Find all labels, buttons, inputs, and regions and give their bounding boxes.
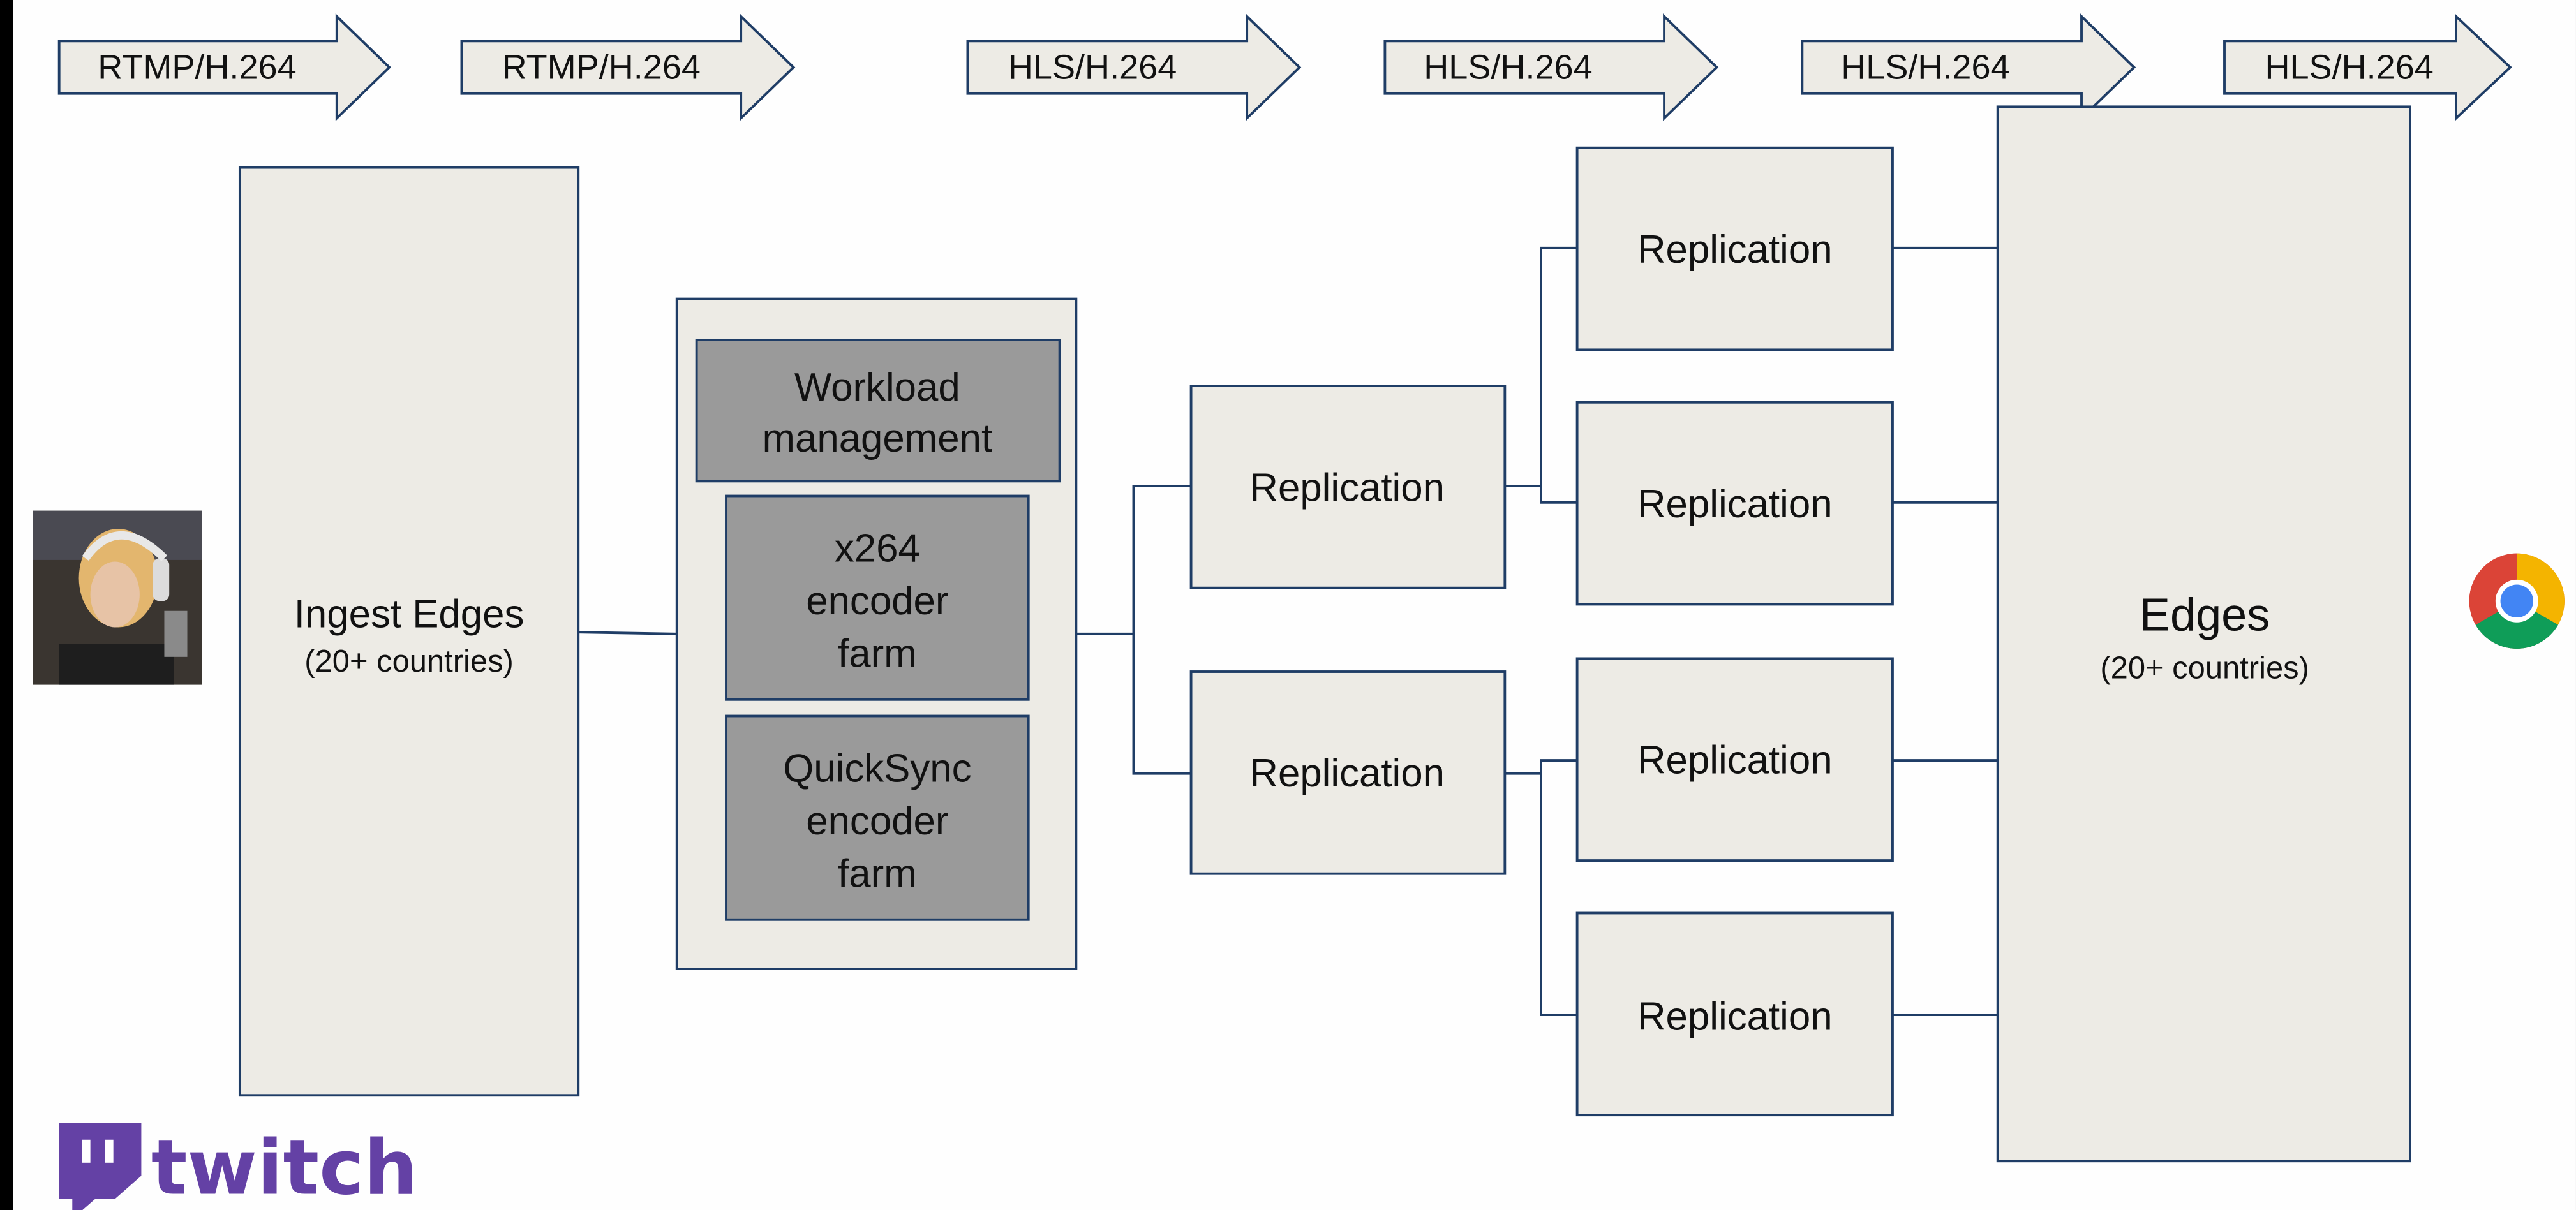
- transcode-container: Workload management x264 encoder farm Qu…: [675, 297, 1078, 970]
- replication-box-tier2-4: Replication: [1575, 911, 1894, 1117]
- x264-encoder-farm-box: x264 encoder farm: [725, 494, 1030, 701]
- protocol-label: RTMP/H.264: [502, 48, 701, 87]
- quicksync-line-3: farm: [838, 852, 917, 896]
- replication-label: Replication: [1637, 994, 1833, 1038]
- x264-line-2: encoder: [806, 579, 948, 623]
- connectors: [578, 246, 1998, 1017]
- replication-box-tier2-1: Replication: [1575, 146, 1894, 351]
- replication-label: Replication: [1249, 751, 1445, 795]
- protocol-arrow-1: RTMP/H.264: [57, 13, 391, 121]
- twitch-logo: twitch: [59, 1123, 418, 1210]
- replication-box-tier1-bottom: Replication: [1189, 670, 1507, 875]
- quicksync-line-2: encoder: [806, 799, 948, 843]
- workload-line-2: management: [763, 417, 993, 461]
- replication-box-tier2-3: Replication: [1575, 657, 1894, 862]
- protocol-label: HLS/H.264: [1424, 48, 1592, 87]
- streamer-photo: [33, 510, 202, 685]
- quicksync-encoder-farm-box: QuickSync encoder farm: [725, 714, 1030, 921]
- x264-line-1: x264: [835, 527, 920, 571]
- ingest-edges-box: Ingest Edges (20+ countries): [238, 166, 580, 1097]
- edges-box: Edges (20+ countries): [1996, 105, 2411, 1163]
- protocol-label: RTMP/H.264: [98, 48, 296, 87]
- protocol-arrow-5: HLS/H.264: [1801, 13, 2136, 121]
- workload-line-1: Workload: [794, 365, 960, 409]
- x264-line-3: farm: [838, 631, 917, 675]
- ingest-edges-title: Ingest Edges: [294, 592, 525, 636]
- edges-subtitle: (20+ countries): [2100, 651, 2309, 685]
- quicksync-line-1: QuickSync: [783, 747, 971, 791]
- protocol-arrow-6: HLS/H.264: [2223, 13, 2512, 121]
- replication-box-tier2-2: Replication: [1575, 401, 1894, 606]
- chrome-browser-icon: [2469, 553, 2565, 649]
- protocol-label: HLS/H.264: [1841, 48, 2009, 87]
- replication-label: Replication: [1249, 466, 1445, 510]
- protocol-label: HLS/H.264: [2265, 48, 2433, 87]
- twitch-wordmark: twitch: [151, 1124, 418, 1210]
- replication-label: Replication: [1637, 482, 1833, 526]
- replication-label: Replication: [1637, 228, 1833, 272]
- protocol-arrow-2: RTMP/H.264: [460, 13, 796, 121]
- edges-title: Edges: [2140, 590, 2270, 641]
- replication-box-tier1-top: Replication: [1189, 385, 1507, 589]
- replication-label: Replication: [1637, 739, 1833, 783]
- workload-management-box: Workload management: [695, 339, 1061, 483]
- protocol-label: HLS/H.264: [1008, 48, 1177, 87]
- protocol-arrow-4: HLS/H.264: [1383, 13, 1719, 121]
- protocol-arrow-3: HLS/H.264: [966, 13, 1302, 121]
- ingest-edges-subtitle: (20+ countries): [304, 644, 514, 679]
